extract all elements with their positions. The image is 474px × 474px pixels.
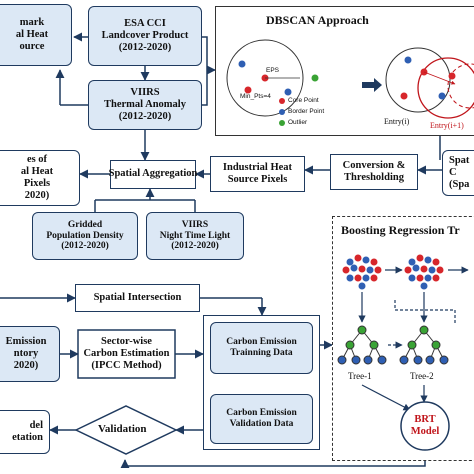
viirs-ntl-box: VIIRS Night Time Light (2012-2020)	[146, 212, 244, 260]
conversion-line-1: Conversion &	[342, 159, 406, 171]
spatial-right-box: Spat C (Spa	[442, 150, 474, 196]
spatial-aggregation-box: Spatial Aggregation	[108, 160, 198, 189]
brt-model-label: BRT Model	[401, 414, 449, 438]
landmark-line-1: mark	[19, 16, 45, 28]
ntl-line-1: VIIRS	[181, 219, 209, 230]
legend-border-label: Border Point	[288, 108, 325, 115]
entry-i-label: Entry(i)	[384, 117, 410, 126]
sector-wise-box: Sector-wise Carbon Estimation (IPCC Meth…	[78, 330, 175, 378]
viirs-thermal-line-2: Thermal Anomaly	[104, 98, 186, 110]
gridded-line-2: Population Density	[46, 230, 124, 241]
legend-border-dot	[279, 109, 285, 115]
tree-1-graph	[337, 325, 387, 365]
point-dot	[284, 88, 292, 96]
dbscan-panel: DBSCAN Approach	[215, 6, 474, 136]
landmark-heat-source-box: mark al Heat ource	[0, 4, 72, 66]
entry-i-circle	[385, 47, 451, 113]
heat-pixels-box: es of al Heat Pixels 2020)	[0, 150, 80, 206]
point-dot	[448, 72, 456, 80]
brt-model-line-2: Model	[410, 426, 440, 438]
eps-neighborhood-circle	[226, 39, 304, 117]
industrial-heat-box: Industrial Heat Source Pixels	[210, 156, 305, 192]
heat-pixels-line-1: es of	[26, 153, 48, 165]
esa-line-1: ESA CCI	[124, 17, 166, 29]
emission-inventory-box: Emission ntory 2020)	[0, 326, 60, 382]
spatial-aggregation-label: Spatial Aggregation	[108, 168, 198, 180]
model-interpretation-box: del etation	[0, 410, 50, 454]
ntl-line-3: (2012-2020)	[171, 241, 219, 252]
gridded-line-1: Gridded	[67, 219, 103, 230]
brt-title: Boosting Regression Tr	[341, 223, 460, 237]
spatial-intersection-box: Spatial Intersection	[75, 284, 200, 312]
sector-line-3: (IPCC Method)	[91, 360, 162, 372]
tree-2-graph	[399, 325, 449, 365]
heat-pixels-line-3: Pixels	[23, 178, 51, 189]
spatial-right-line-3: (Spa	[449, 179, 470, 191]
gridded-line-3: (2012-2020)	[61, 241, 109, 252]
sample-cluster-1	[342, 254, 382, 290]
sample-cluster-2	[404, 254, 444, 290]
point-dot	[244, 86, 252, 94]
outlier-dot	[311, 74, 319, 82]
gridded-population-box: Gridded Population Density (2012-2020)	[32, 212, 138, 260]
legend-core-dot	[279, 98, 285, 104]
validation-data-line-2: Validation Data	[229, 419, 294, 429]
esa-cci-box: ESA CCI Landcover Product (2012-2020)	[88, 6, 202, 66]
spatial-right-line-1: Spat	[449, 154, 470, 166]
entry-i1-circle	[417, 57, 474, 119]
spatial-intersection-label: Spatial Intersection	[93, 291, 182, 303]
point-dot	[438, 92, 446, 100]
dbscan-title: DBSCAN Approach	[266, 13, 369, 27]
entry-arrow	[423, 71, 456, 85]
sector-line-2: Carbon Estimation	[83, 347, 170, 359]
carbon-validation-box: Carbon Emission Validation Data	[210, 394, 313, 444]
esa-line-3: (2012-2020)	[118, 42, 172, 54]
training-line-1: Carbon Emission	[226, 337, 297, 348]
min-pts-label: Min_Pts=4	[240, 93, 271, 100]
point-dot	[404, 56, 412, 64]
sector-line-1: Sector-wise	[101, 335, 152, 347]
validation-label: Validation	[98, 423, 147, 435]
tree-1-label: Tree-1	[348, 371, 372, 381]
model-line-2: etation	[12, 432, 43, 443]
conversion-line-2: Thresholding	[344, 172, 404, 183]
legend-outlier-dot	[279, 120, 285, 126]
spatial-right-line-2: C	[449, 166, 457, 178]
industrial-line-1: Industrial Heat	[222, 161, 293, 173]
esa-line-2: Landcover Product	[101, 29, 189, 41]
conversion-thresholding-box: Conversion & Thresholding	[330, 154, 418, 190]
transition-arrow	[362, 78, 382, 92]
brt-model-circle	[400, 401, 450, 451]
landmark-line-3: ource	[19, 41, 45, 53]
entry-i1-label: Entry(i+1)	[430, 121, 464, 130]
heat-pixels-line-2: al Heat	[20, 165, 54, 177]
model-line-1: del	[29, 419, 43, 431]
point-dot	[400, 92, 408, 100]
inventory-line-1: Emission	[5, 335, 47, 347]
viirs-thermal-line-3: (2012-2020)	[118, 111, 172, 123]
tree-2-label: Tree-2	[410, 371, 434, 381]
industrial-line-2: Source Pixels	[227, 174, 288, 185]
heat-pixels-line-4: 2020)	[24, 190, 50, 202]
eps-label: EPS	[266, 67, 280, 74]
viirs-thermal-box: VIIRS Thermal Anomaly (2012-2020)	[88, 80, 202, 130]
inventory-line-3: 2020)	[13, 360, 39, 372]
point-dot	[238, 60, 246, 68]
legend-outlier-label: Outlier	[288, 119, 308, 126]
legend-core-label: Core Point	[288, 97, 319, 104]
carbon-training-box: Carbon Emission Trainning Data	[210, 322, 313, 374]
training-line-2: Trainning Data	[230, 348, 293, 358]
viirs-thermal-line-1: VIIRS	[130, 86, 160, 98]
landmark-line-2: al Heat	[15, 28, 49, 40]
inventory-line-2: ntory	[13, 347, 39, 359]
brt-model-line-1: BRT	[414, 414, 436, 425]
validation-data-line-1: Carbon Emission	[226, 408, 297, 419]
ntl-line-2: Night Time Light	[159, 230, 231, 241]
